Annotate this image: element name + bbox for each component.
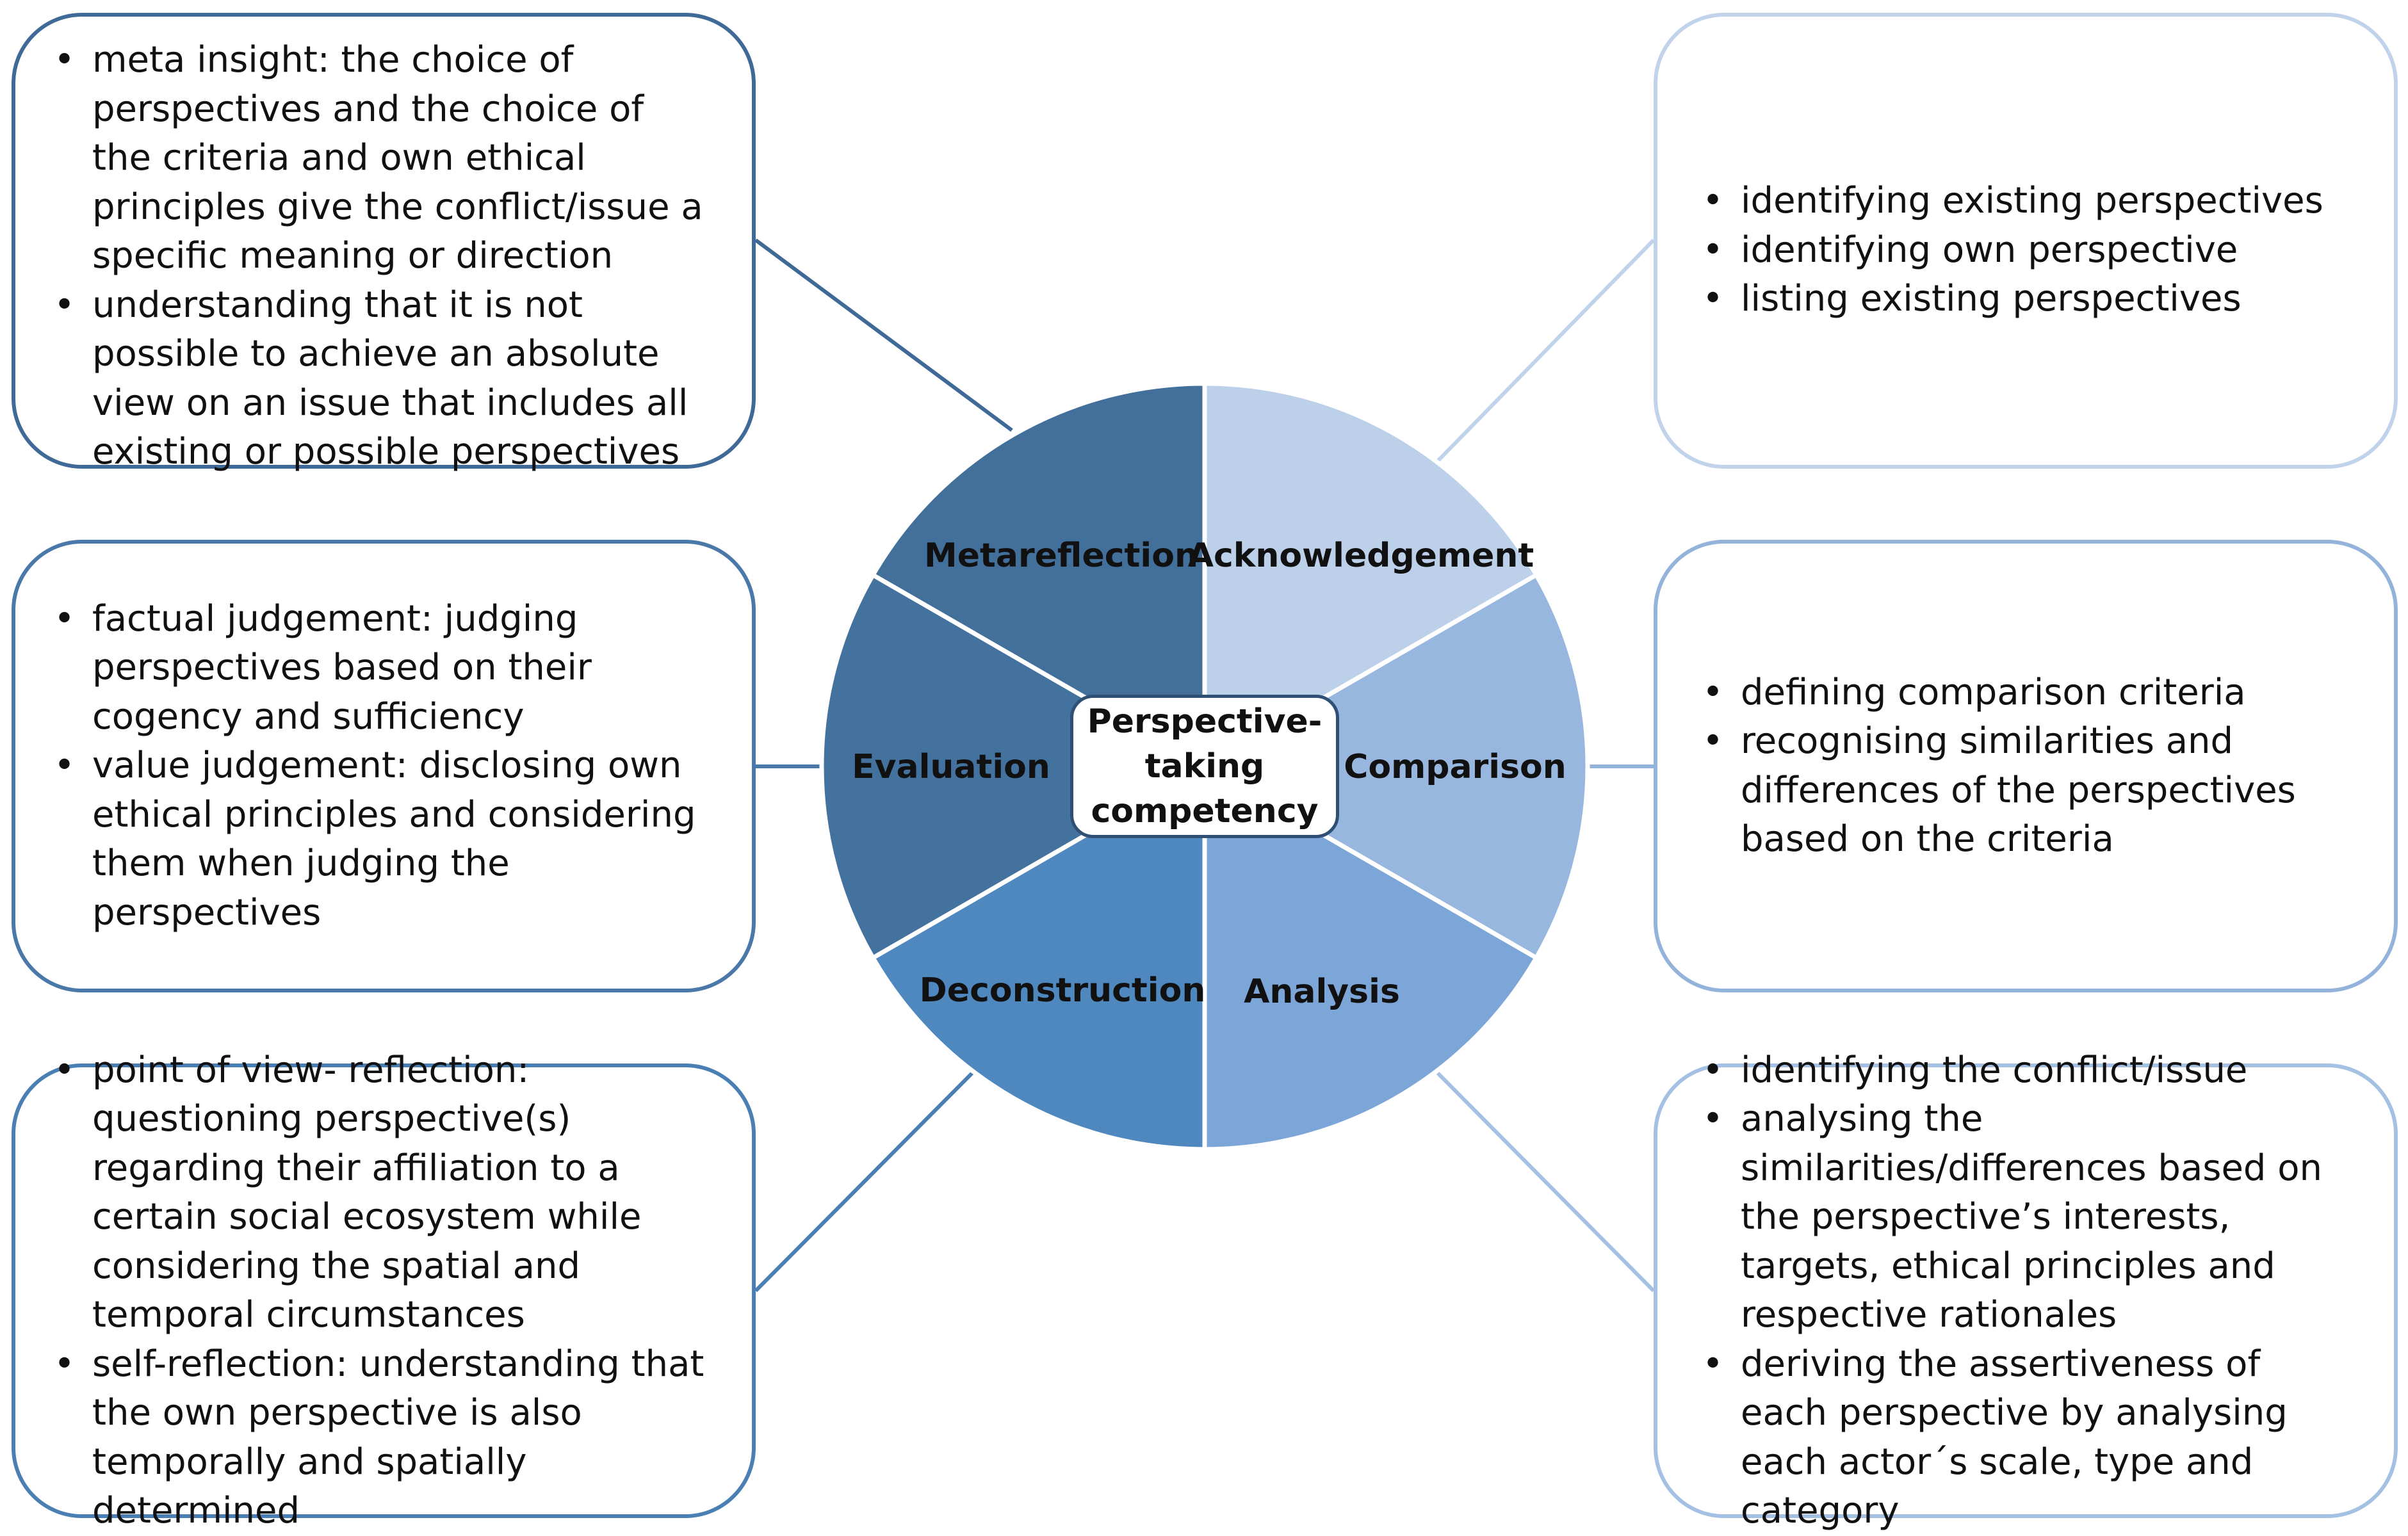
deconstruction-list-item: self-reflection: understanding that the … [54, 1340, 707, 1536]
metareflection-list-item: understanding that it is not possible to… [54, 281, 707, 477]
comparison-description-box: defining comparison criteriarecognising … [1654, 540, 2398, 992]
connector-acknowledgement [1436, 238, 1656, 463]
metareflection-list: meta insight: the choice of perspectives… [54, 36, 707, 477]
wheel-segment-metareflection [870, 381, 1207, 769]
comparison-list: defining comparison criteriarecognising … [1702, 668, 2349, 864]
wheel-segment-deconstruction [870, 764, 1207, 1152]
segment-label-comparison: Comparison [1344, 748, 1566, 786]
evaluation-description-box: factual judgement: judging perspectives … [12, 540, 756, 992]
evaluation-list-item: value judgement: disclosing own ethical … [54, 741, 707, 937]
deconstruction-list: point of view- reflection: questioning p… [54, 1046, 707, 1536]
segment-label-analysis: Analysis [1244, 973, 1400, 1011]
wheel-segment-analysis [1202, 764, 1539, 1152]
analysis-list-item: analysing the similarities/differences b… [1702, 1095, 2349, 1340]
analysis-list-item: identifying the conflict/issue [1702, 1046, 2349, 1095]
analysis-description-box: identifying the conflict/issueanalysing … [1654, 1046, 2398, 1532]
competency-wheel [819, 381, 1590, 1152]
connector-deconstruction [754, 1071, 974, 1293]
acknowledgement-list: identifying existing perspectivesidentif… [1702, 177, 2349, 324]
analysis-list-item: deriving the assertiveness of each persp… [1702, 1340, 2349, 1536]
evaluation-list: factual judgement: judging perspectives … [54, 595, 707, 938]
evaluation-list-item: factual judgement: judging perspectives … [54, 595, 707, 742]
connector-lines [754, 238, 1656, 1293]
wheel-segment-comparison [1202, 572, 1590, 960]
comparison-list-item: recognising similarities and differences… [1702, 717, 2349, 864]
analysis-list: identifying the conflict/issueanalysing … [1702, 1046, 2349, 1536]
segment-label-evaluation: Evaluation [852, 748, 1050, 786]
metareflection-description-box: meta insight: the choice of perspectives… [12, 13, 756, 473]
comparison-list-item: defining comparison criteria [1702, 668, 2349, 718]
deconstruction-description-box: point of view- reflection: questioning p… [12, 1046, 756, 1532]
acknowledgement-list-item: listing existing perspectives [1702, 275, 2349, 324]
deconstruction-list-item: point of view- reflection: questioning p… [54, 1046, 707, 1340]
segment-label-deconstruction: Deconstruction [919, 971, 1206, 1010]
wheel-segment-acknowledgement [1202, 381, 1539, 769]
center-label: Perspective- taking competency [1070, 695, 1339, 838]
acknowledgement-list-item: identifying existing perspectives [1702, 177, 2349, 226]
segment-label-acknowledgement: Acknowledgement [1187, 537, 1534, 575]
segment-label-metareflection: Metareflection [924, 537, 1198, 575]
metareflection-list-item: meta insight: the choice of perspectives… [54, 36, 707, 281]
acknowledgement-list-item: identifying own perspective [1702, 226, 2349, 275]
connector-analysis [1436, 1071, 1656, 1293]
acknowledgement-description-box: identifying existing perspectivesidentif… [1654, 13, 2398, 469]
wheel-segment-evaluation [819, 572, 1207, 960]
connector-metareflection [754, 238, 1013, 432]
